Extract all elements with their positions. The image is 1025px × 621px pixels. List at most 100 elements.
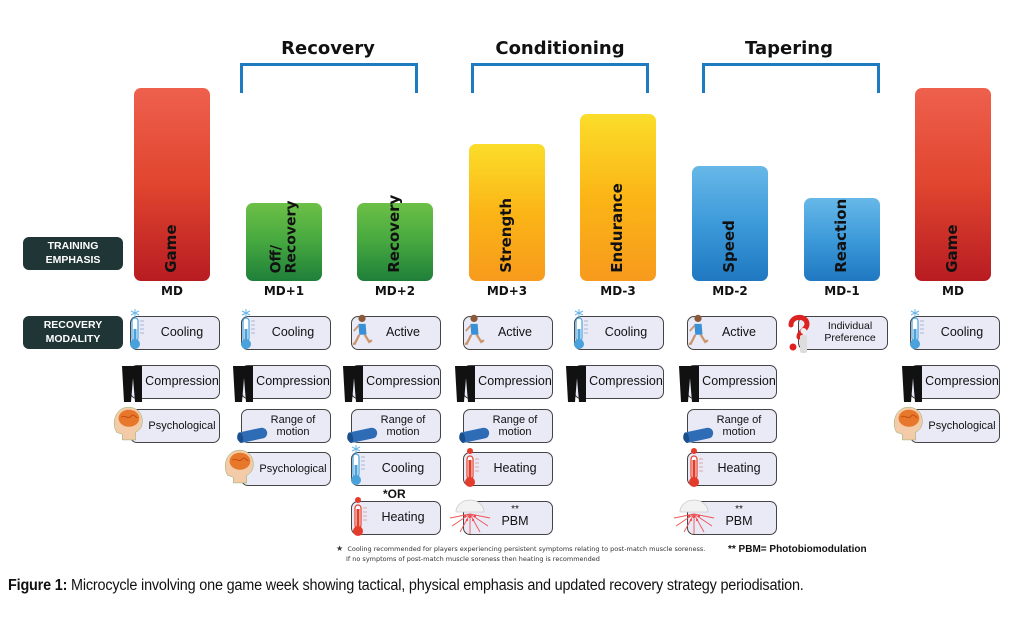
modality-psychological: Psychological (910, 409, 1000, 443)
cooling-footnote: ★ Cooling recommended for players experi… (336, 543, 705, 565)
compression-garment-icon (120, 362, 144, 404)
phase-bracket-recovery (240, 63, 418, 93)
phase-bracket-conditioning (471, 63, 649, 93)
modality-label: Heating (717, 461, 761, 476)
emphasis-bar-label: Recovery (385, 194, 404, 273)
cooling-thermometer-icon (346, 445, 370, 487)
modality-label: Compression (256, 374, 330, 389)
emphasis-bar-md-plus-3: Strength (469, 144, 545, 281)
modality-psychological: Psychological (241, 452, 331, 486)
emphasis-bar-label: Game (162, 224, 181, 273)
emphasis-bar-label: Reaction (832, 198, 851, 273)
cooling-footnote-line1: Cooling recommended for players experien… (347, 545, 706, 553)
compression-garment-icon (900, 362, 924, 404)
emphasis-bar-label: Speed (720, 220, 739, 273)
modality-compression: Compression (687, 365, 777, 399)
brain-head-icon (111, 402, 145, 442)
heating-thermometer-icon (684, 447, 708, 489)
emphasis-bar-md-minus-1: Reaction (804, 198, 880, 281)
phase-bracket-tapering (702, 63, 880, 93)
modality-heating: Heating (687, 452, 777, 486)
modality-label: Cooling (604, 325, 648, 340)
modality-compression: Compression (351, 365, 441, 399)
foam-roller-icon (456, 426, 494, 444)
phase-title-conditioning: Conditioning (495, 38, 625, 59)
day-label-md-plus-1: MD+1 (263, 284, 305, 298)
star-marker: ★ (336, 544, 344, 553)
running-person-icon (686, 313, 710, 351)
caption-text: Microcycle involving one game week showi… (67, 577, 804, 594)
day-label-md: MD (161, 284, 183, 298)
modality-label: PBM (725, 514, 753, 529)
modality-label: PBM (501, 514, 529, 529)
modality-pbm: **PBM (687, 501, 777, 535)
cooling-thermometer-icon (125, 309, 149, 351)
modality-label: Compression (366, 374, 440, 389)
foam-roller-icon (234, 426, 272, 444)
pbm-marker: ** (511, 504, 519, 515)
day-label-md-minus-2: MD-2 (712, 284, 748, 298)
modality-cooling: Cooling (351, 452, 441, 486)
emphasis-bar-label: Off/ Recovery (268, 200, 299, 273)
modality-label: Cooling (271, 325, 315, 340)
modality-label: Cooling (160, 325, 204, 340)
modality-compression: Compression (910, 365, 1000, 399)
caption-prefix: Figure 1: (8, 577, 68, 594)
modality-label: Compression (478, 374, 552, 389)
modality-heating: Heating (351, 501, 441, 535)
modality-label: Active (721, 325, 757, 340)
modality-cooling: Cooling (130, 316, 220, 350)
emphasis-bar-md-minus-3: Endurance (580, 114, 656, 281)
modality-label: Psychological (259, 462, 327, 475)
light-lamp-icon (448, 496, 492, 536)
heating-thermometer-icon (460, 447, 484, 489)
pbm-footnote: ** PBM= Photobiomodulation (728, 544, 867, 555)
modality-cooling: Cooling (910, 316, 1000, 350)
compression-garment-icon (453, 362, 477, 404)
modality-label: Cooling (381, 461, 425, 476)
emphasis-bar-label: Endurance (608, 183, 627, 273)
training-emphasis-label: TRAINING EMPHASIS (23, 237, 123, 270)
running-person-icon (462, 313, 486, 351)
modality-psychological: Psychological (130, 409, 220, 443)
modality-compression: Compression (574, 365, 664, 399)
modality-label: Compression (145, 374, 219, 389)
day-label-md-plus-3: MD+3 (486, 284, 528, 298)
emphasis-bar-md: Game (134, 88, 210, 281)
foam-roller-icon (344, 426, 382, 444)
brain-head-icon (891, 402, 925, 442)
modality-label: Heating (381, 510, 425, 525)
light-lamp-icon (672, 496, 716, 536)
modality-label: Compression (702, 374, 776, 389)
emphasis-bar-md-minus-2: Speed (692, 166, 768, 281)
phase-title-tapering: Tapering (745, 38, 833, 59)
compression-garment-icon (341, 362, 365, 404)
emphasis-bar-md-plus-2: Recovery (357, 195, 433, 281)
figure-caption: Figure 1: Microcycle involving one game … (8, 577, 804, 595)
modality-label: Psychological (928, 419, 996, 432)
heating-thermometer-icon (348, 496, 372, 538)
day-label-md-minus-3: MD-3 (600, 284, 636, 298)
question-mark-figure-icon (785, 313, 813, 355)
modality-active: Active (463, 316, 553, 350)
cooling-thermometer-icon (569, 309, 593, 351)
cooling-thermometer-icon (236, 309, 260, 351)
cooling-footnote-line2: If no symptoms of post-match muscle sore… (346, 555, 600, 563)
modality-label: Psychological (148, 419, 216, 432)
recovery-modality-label: RECOVERY MODALITY (23, 316, 123, 349)
running-person-icon (350, 313, 374, 351)
day-label-md-plus-2: MD+2 (374, 284, 416, 298)
modality-label: Compression (589, 374, 663, 389)
modality-active: Active (687, 316, 777, 350)
compression-garment-icon (677, 362, 701, 404)
cooling-thermometer-icon (905, 309, 929, 351)
emphasis-bar-md-plus-1: Off/ Recovery (246, 200, 322, 281)
